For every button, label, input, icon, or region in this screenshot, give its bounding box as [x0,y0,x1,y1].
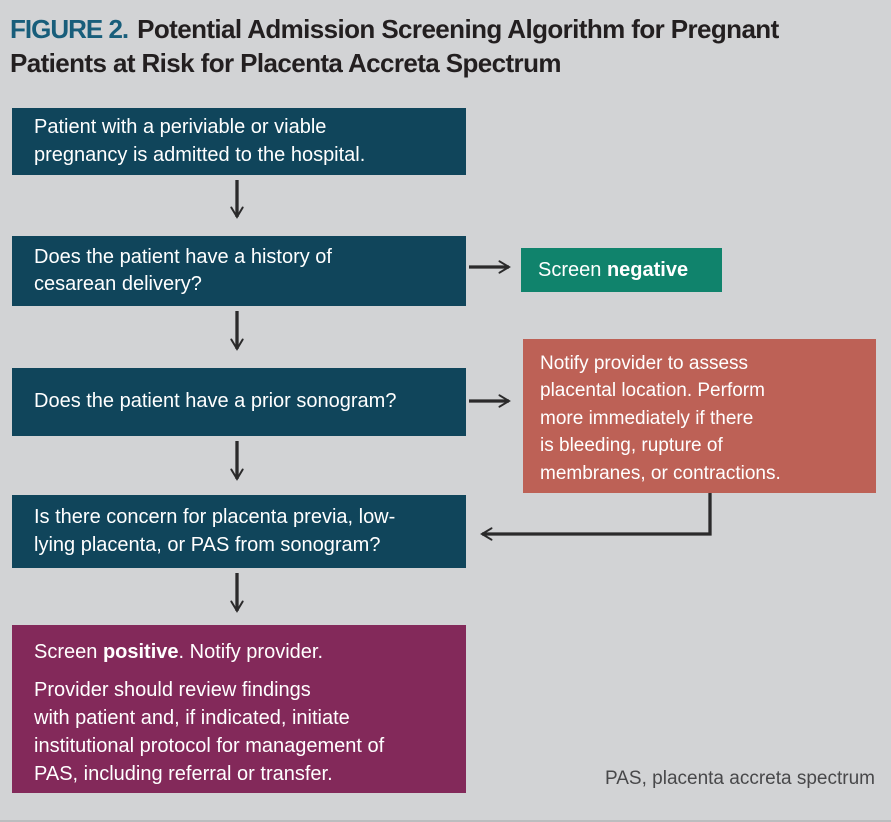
previa-question-text: Is there concern for placenta previa, lo… [34,506,396,556]
admission-box-text: Patient with a periviable or viable preg… [34,116,366,166]
abbreviation-footnote: PAS, placenta accreta spectrum [605,768,875,789]
figure-title: FIGURE 2.Potential Admission Screening A… [10,12,880,80]
screen-positive-detail: Provider should review findings with pat… [34,679,385,785]
notify-provider-text: Notify provider to assess placental loca… [540,353,781,484]
screen-negative-text: Screen negative [538,259,688,282]
previa-question-box: Is there concern for placenta previa, lo… [12,495,466,568]
screen-positive-box: Screen positive. Notify provider. Provid… [12,625,466,793]
screen-negative-normal: Screen [538,258,607,281]
admission-box: Patient with a periviable or viable preg… [12,108,466,175]
notify-provider-box: Notify provider to assess placental loca… [523,339,876,493]
figure-title-text: Potential Admission Screening Algorithm … [10,14,779,78]
screen-positive-lead: Screen positive. Notify provider. [34,638,446,666]
cesarean-question-text: Does the patient have a history of cesar… [34,245,332,296]
figure-number-label: FIGURE 2. [10,14,129,44]
screen-negative-bold: negative [606,258,689,281]
bottom-edge-divider [0,820,891,822]
cesarean-question-box: Does the patient have a history of cesar… [12,236,466,306]
elbow-arrow-notify-to-previa [480,493,712,541]
screen-positive-suffix: . Notify provider. [178,641,324,663]
sonogram-question-text: Does the patient have a prior sonogram? [34,390,397,413]
screen-positive-bold: positive [102,641,179,663]
sonogram-question-box: Does the patient have a prior sonogram? [12,368,466,436]
screen-positive-normal: Screen [34,641,103,663]
screen-negative-box: Screen negative [521,248,722,292]
